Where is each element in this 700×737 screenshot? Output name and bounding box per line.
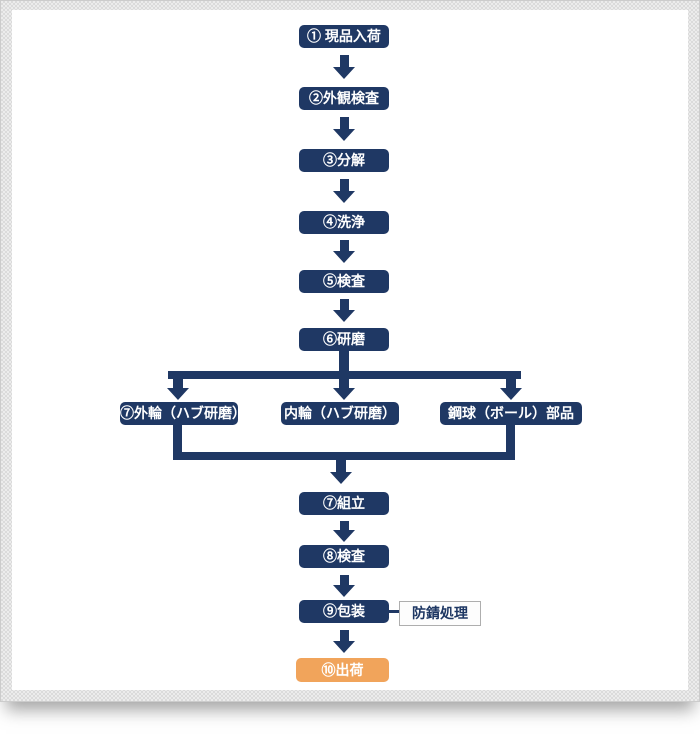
arrow-head-5 xyxy=(333,310,355,322)
arrow-stem-9 xyxy=(340,630,349,643)
merge-stem-center xyxy=(336,460,346,474)
step-box-shukka: ⑩出荷 xyxy=(296,658,389,682)
arrow-head-8 xyxy=(333,585,355,597)
arrow-stem-7 xyxy=(340,521,349,532)
split-drop-head-center xyxy=(333,388,355,400)
note-box-bosei-shori: 防錆処理 xyxy=(399,601,481,626)
step-box-kumitate: ⑦組立 xyxy=(299,492,389,515)
merge-stem-left xyxy=(173,425,182,460)
step-box-gaikan-kensa: ②外観検査 xyxy=(299,87,389,110)
step-box-senjo: ④洗浄 xyxy=(299,211,389,234)
step-box-genpin-nyuka: ① 現品入荷 xyxy=(299,25,389,48)
step-box-kensa-2: ⑧検査 xyxy=(299,545,389,568)
arrow-stem-8 xyxy=(340,575,349,587)
branch-box-kokyu: 鋼球（ボール）部品 xyxy=(440,402,582,425)
step-box-hoso: ⑨包装 xyxy=(299,600,389,623)
merge-head-center xyxy=(330,472,352,484)
arrow-head-9 xyxy=(333,641,355,653)
split-drop-stem-right xyxy=(506,379,516,390)
split-drop-head-right xyxy=(500,388,522,400)
split-bar xyxy=(168,371,521,379)
arrow-head-3 xyxy=(333,191,355,203)
split-drop-head-left xyxy=(167,388,189,400)
branch-box-gairin: ⑦外輪（ハブ研磨） xyxy=(120,402,246,425)
arrow-stem-2 xyxy=(340,117,349,131)
step-box-kensa-1: ⑤検査 xyxy=(299,270,389,293)
split-drop-stem-left xyxy=(173,379,183,390)
arrow-stem-1 xyxy=(340,55,349,69)
merge-bar xyxy=(173,452,515,460)
arrow-head-4 xyxy=(333,251,355,263)
arrow-head-2 xyxy=(333,129,355,141)
arrow-head-7 xyxy=(333,530,355,542)
arrow-stem-4 xyxy=(340,240,349,253)
arrow-stem-5 xyxy=(340,299,349,312)
arrow-stem-3 xyxy=(340,179,349,193)
branch-box-nairin: 内輪（ハブ研磨） xyxy=(281,402,399,425)
split-drop-stem-center xyxy=(339,379,349,390)
merge-stem-right xyxy=(506,425,515,460)
note-connector xyxy=(389,610,399,613)
step-box-kenma: ⑥研磨 xyxy=(299,328,389,351)
step-box-bunkai: ③分解 xyxy=(299,149,389,172)
split-stem xyxy=(339,350,349,379)
arrow-head-1 xyxy=(333,67,355,79)
